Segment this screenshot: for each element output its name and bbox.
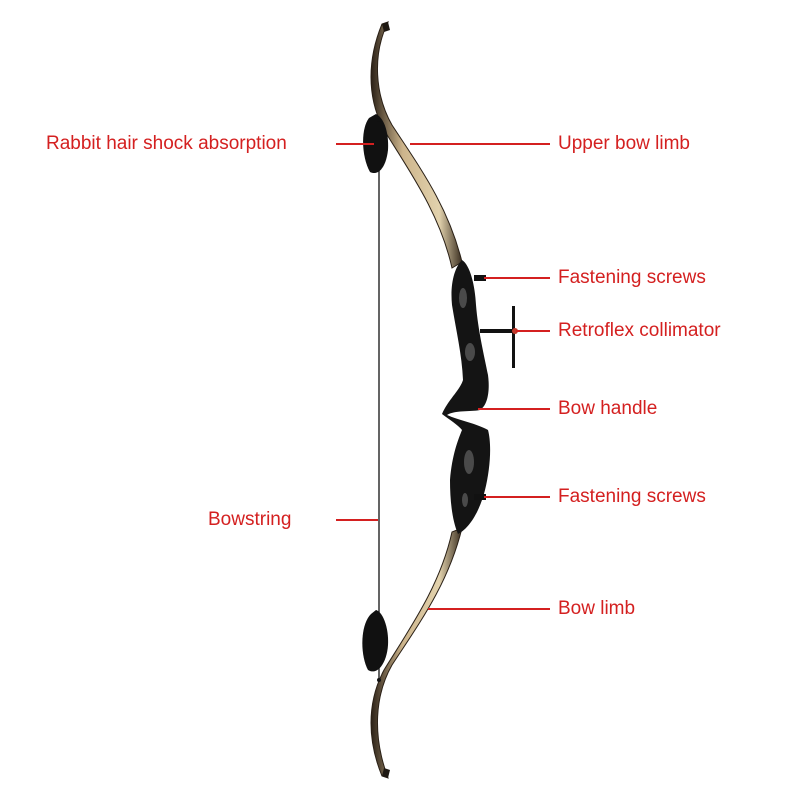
- rabbit-hair-lower: [362, 610, 389, 672]
- label-bow-handle: Bow handle: [558, 398, 658, 419]
- leader-line-upper-limb: [410, 143, 550, 145]
- label-fastening-screws-bottom: Fastening screws: [558, 486, 706, 507]
- fastening-screw-top: [474, 275, 486, 281]
- collimator-post: [512, 306, 515, 368]
- riser-shape: [442, 260, 491, 534]
- label-bowstring: Bowstring: [208, 509, 292, 530]
- fastening-screw-bottom: [474, 494, 486, 500]
- leader-line-fastening-bottom: [484, 496, 550, 498]
- string-knot-lower: [377, 678, 381, 682]
- rabbit-hair-upper: [363, 114, 389, 174]
- upper-limb-tip: [382, 22, 390, 32]
- collimator-pin: [512, 328, 518, 334]
- label-fastening-screws-top: Fastening screws: [558, 267, 706, 288]
- collimator-bar: [480, 329, 516, 333]
- riser-cutout: [462, 493, 468, 507]
- label-upper-bow-limb: Upper bow limb: [558, 133, 690, 154]
- string-knot-upper: [377, 118, 381, 122]
- riser-cutout: [465, 343, 475, 361]
- leader-line-bow-limb: [428, 608, 550, 610]
- upper-limb-shape: [370, 21, 463, 269]
- label-retroflex-collimator: Retroflex collimator: [558, 320, 721, 341]
- leader-line-rabbit-hair: [336, 143, 374, 145]
- riser-cutout: [459, 288, 467, 308]
- leader-line-handle: [478, 408, 550, 410]
- leader-line-bowstring: [336, 519, 378, 521]
- lower-limb-tip: [382, 768, 390, 778]
- riser-cutout: [464, 450, 474, 474]
- leader-line-fastening-top: [484, 277, 550, 279]
- label-rabbit-hair-shock-absorption: Rabbit hair shock absorption: [46, 133, 287, 154]
- leader-line-collimator: [516, 330, 550, 332]
- label-bow-limb: Bow limb: [558, 598, 636, 619]
